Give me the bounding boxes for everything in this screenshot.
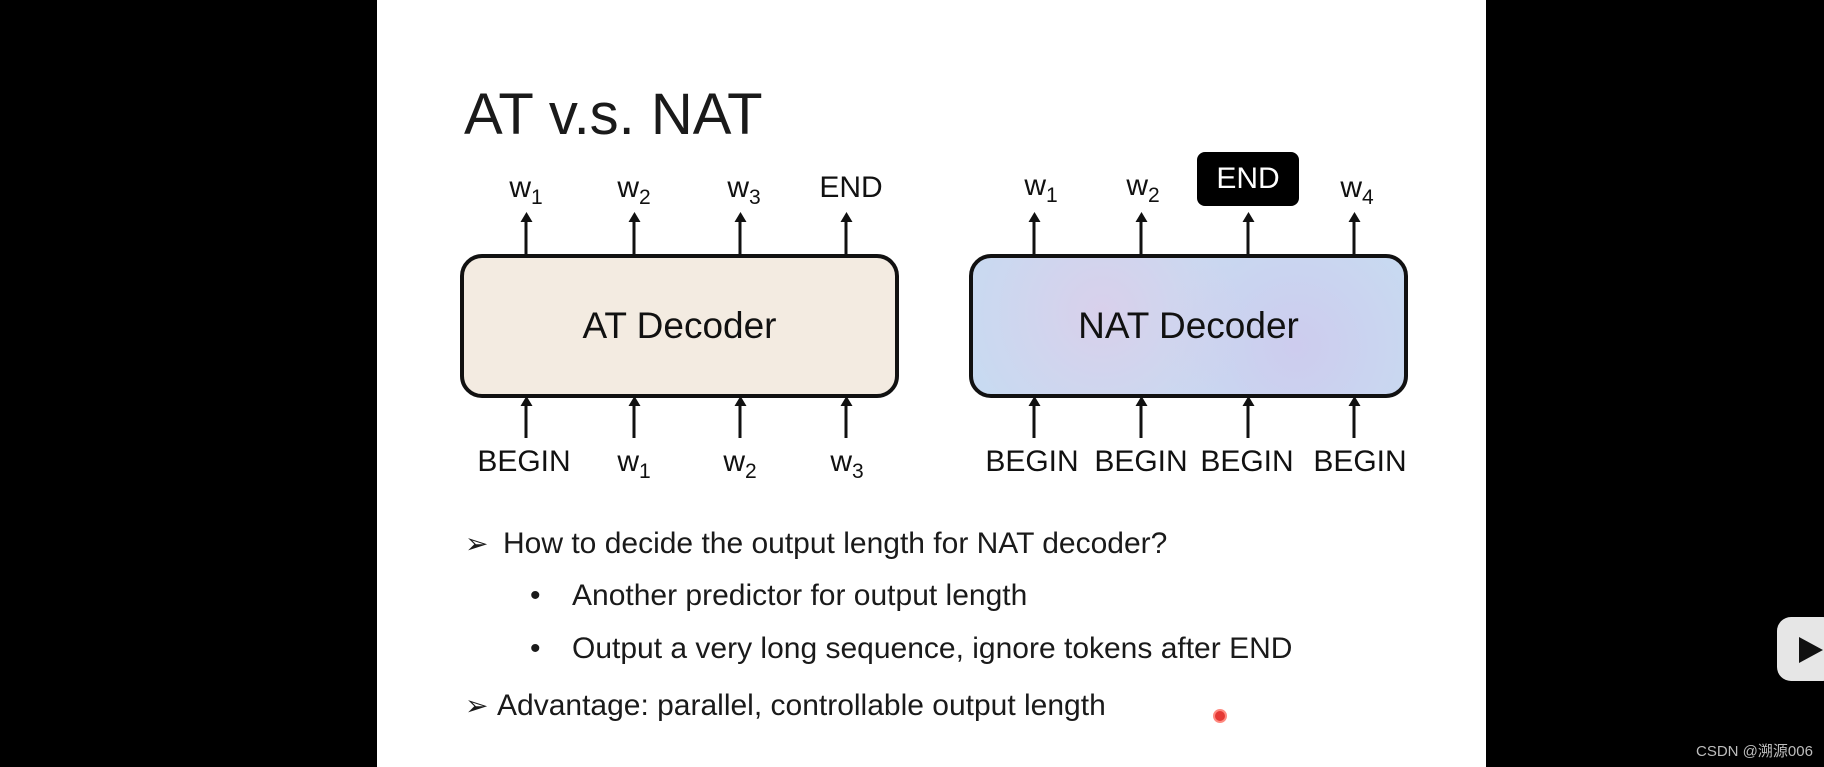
- play-button[interactable]: [1777, 617, 1824, 681]
- nat-input-begin-3: BEGIN: [1200, 445, 1294, 478]
- nat-output-w2: w2: [1126, 169, 1160, 207]
- at-input-arrow-2: [632, 404, 636, 438]
- at-decoder-label: AT Decoder: [582, 305, 777, 346]
- bullet-text: Another predictor for output length: [572, 579, 1028, 612]
- dot-bullet-icon: •: [530, 579, 541, 612]
- nat-output-w1: w1: [1024, 169, 1058, 207]
- nat-input-begin-4: BEGIN: [1313, 445, 1407, 478]
- nat-decoder-label: NAT Decoder: [1078, 305, 1299, 346]
- at-input-arrow-4: [844, 404, 848, 438]
- bullet-text: Advantage: parallel, controllable output…: [497, 689, 1106, 722]
- arrow-bullet-icon: ➢: [465, 528, 489, 559]
- bullet-advantage: ➢ Advantage: parallel, controllable outpu…: [465, 688, 1106, 724]
- nat-output-arrow-4: [1352, 220, 1356, 254]
- nat-input-arrow-1: [1032, 404, 1036, 438]
- nat-output-arrow-1: [1032, 220, 1036, 254]
- arrow-bullet-icon: ➢: [465, 690, 489, 721]
- slide-title: AT v.s. NAT: [464, 82, 763, 147]
- at-input-arrow-3: [738, 404, 742, 438]
- play-icon: [1799, 637, 1823, 663]
- nat-output-w4: w4: [1340, 171, 1374, 209]
- sub-bullet-predictor: • Another predictor for output length: [530, 578, 1027, 614]
- at-input-w3: w3: [830, 445, 864, 483]
- sub-bullet-long-sequence: • Output a very long sequence, ignore tok…: [530, 631, 1292, 667]
- at-input-w2: w2: [723, 445, 757, 483]
- nat-decoder-box: NAT Decoder: [969, 254, 1408, 398]
- nat-input-arrow-2: [1139, 404, 1143, 438]
- mouse-cursor-dot: [1213, 709, 1227, 723]
- at-output-arrow-1: [524, 220, 528, 254]
- nat-input-begin-2: BEGIN: [1094, 445, 1188, 478]
- at-output-w1: w1: [509, 171, 543, 209]
- at-output-end: END: [819, 171, 883, 204]
- at-input-w1: w1: [617, 445, 651, 483]
- bullet-text: Output a very long sequence, ignore toke…: [572, 632, 1293, 665]
- at-output-arrow-2: [632, 220, 636, 254]
- bullet-output-length-question: ➢ How to decide the output length for NAT…: [465, 526, 1167, 562]
- bullet-text: How to decide the output length for NAT …: [503, 527, 1168, 560]
- nat-input-begin-1: BEGIN: [985, 445, 1079, 478]
- slide: AT v.s. NAT w1 w2 w3 END AT Decoder BEGI…: [377, 0, 1486, 767]
- nat-output-arrow-3: [1246, 220, 1250, 254]
- at-output-arrow-4: [844, 220, 848, 254]
- at-input-arrow-1: [524, 404, 528, 438]
- at-input-begin: BEGIN: [477, 445, 571, 478]
- at-output-w2: w2: [617, 171, 651, 209]
- nat-output-arrow-2: [1139, 220, 1143, 254]
- at-output-arrow-3: [738, 220, 742, 254]
- nat-input-arrow-4: [1352, 404, 1356, 438]
- at-decoder-box: AT Decoder: [460, 254, 899, 398]
- dot-bullet-icon: •: [530, 632, 541, 665]
- nat-output-end-badge: END: [1197, 152, 1299, 206]
- watermark: CSDN @溯源006: [1696, 743, 1813, 760]
- at-output-w3: w3: [727, 171, 761, 209]
- nat-input-arrow-3: [1246, 404, 1250, 438]
